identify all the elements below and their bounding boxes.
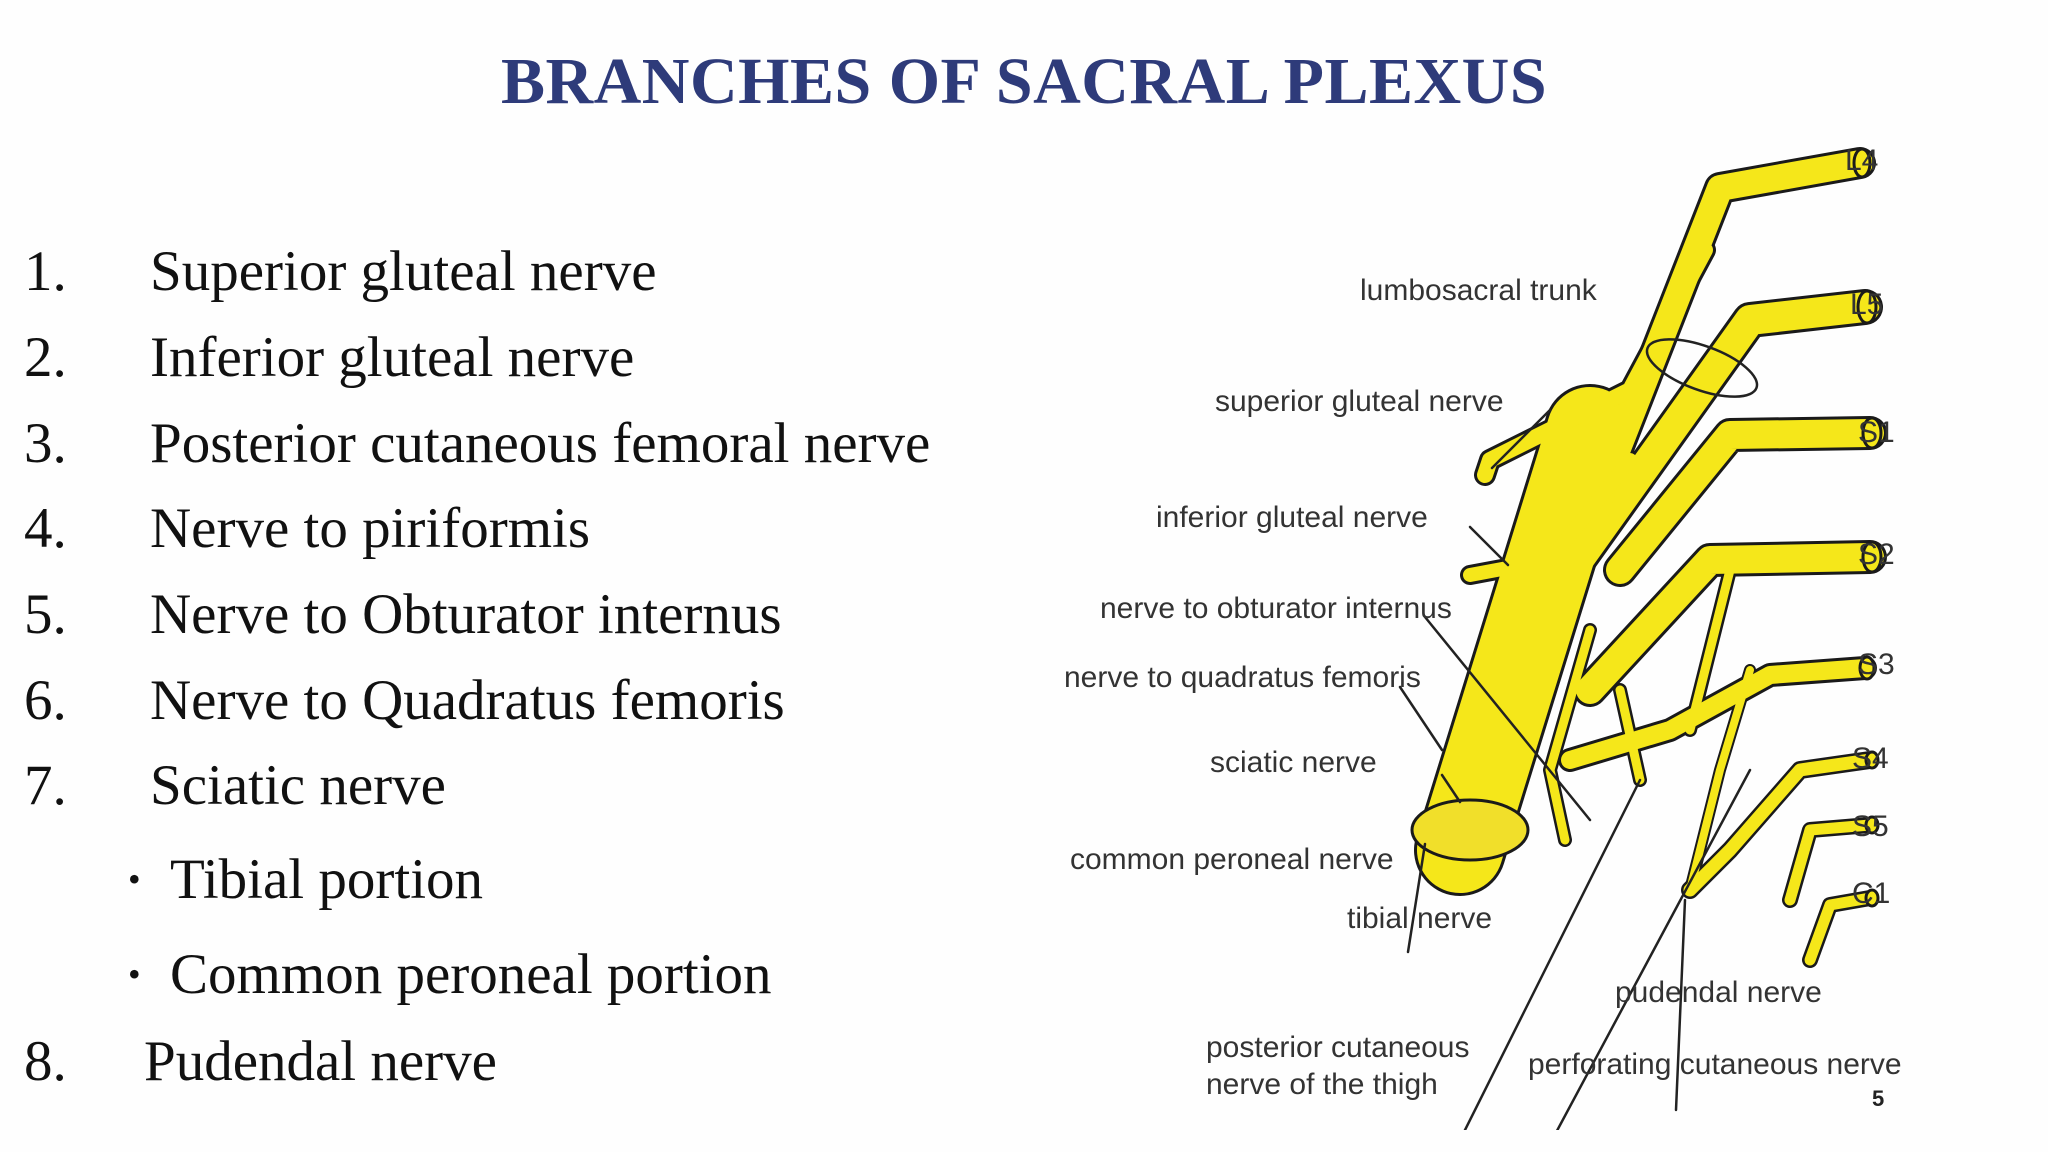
label-quadratus-femoris: nerve to quadratus femoris bbox=[1064, 661, 1421, 694]
sacral-plexus-illustration bbox=[1398, 147, 1887, 1152]
root-label-s3: S3 bbox=[1858, 648, 1895, 681]
bullet: • bbox=[128, 859, 141, 899]
list-item-number: 3. bbox=[24, 412, 67, 475]
list-item-number: 8. bbox=[24, 1030, 67, 1093]
list-item-number: 6. bbox=[24, 669, 67, 732]
list-item-text: Inferior gluteal nerve bbox=[150, 326, 635, 389]
list-item-number: 2. bbox=[24, 326, 67, 389]
root-label-s5: S5 bbox=[1852, 810, 1889, 843]
root-ends bbox=[1852, 147, 1883, 908]
list-item-text: Nerve to piriformis bbox=[150, 497, 591, 560]
label-sciatic: sciatic nerve bbox=[1210, 746, 1377, 779]
label-inferior-gluteal: inferior gluteal nerve bbox=[1156, 501, 1428, 534]
list-item-text: Superior gluteal nerve bbox=[150, 240, 657, 303]
list-item-text: Nerve to Quadratus femoris bbox=[150, 669, 785, 732]
root-label-s2: S2 bbox=[1858, 538, 1895, 571]
label-posterior-cutaneous-thigh: nerve of the thigh bbox=[1206, 1068, 1438, 1101]
sub-list-item-text: Tibial portion bbox=[170, 848, 484, 911]
label-common-peroneal: common peroneal nerve bbox=[1070, 843, 1394, 876]
label-perforating-cutaneous: perforating cutaneous nerve bbox=[1528, 1048, 1902, 1081]
leader-lines bbox=[1398, 338, 1759, 1152]
label-obturator-internus: nerve to obturator internus bbox=[1100, 592, 1452, 625]
sacral-plexus-diagram: L4 L5 S1 S2 S3 S4 S5 C1 lumbosacral trun… bbox=[1030, 130, 2030, 1152]
list-item-number: 5. bbox=[24, 583, 67, 646]
label-lumbosacral-trunk: lumbosacral trunk bbox=[1360, 274, 1597, 307]
list-item-text: Nerve to Obturator internus bbox=[150, 583, 782, 646]
sub-list-item-text: Common peroneal portion bbox=[170, 943, 772, 1006]
list-item-text: Pudendal nerve bbox=[144, 1030, 497, 1093]
root-label-s1: S1 bbox=[1858, 416, 1895, 449]
list-item-text: Posterior cutaneous femoral nerve bbox=[150, 412, 931, 475]
list-item-number: 4. bbox=[24, 497, 67, 560]
list-item-text: Sciatic nerve bbox=[150, 754, 446, 817]
list-item-number: 1. bbox=[24, 240, 67, 303]
list-item-number: 7. bbox=[24, 754, 67, 817]
label-superior-gluteal: superior gluteal nerve bbox=[1215, 385, 1504, 418]
root-label-l5: L5 bbox=[1850, 288, 1884, 321]
slide-title: BRANCHES OF SACRAL PLEXUS bbox=[500, 45, 1548, 118]
root-label-l4: L4 bbox=[1845, 144, 1879, 177]
bullet: • bbox=[128, 954, 141, 994]
label-posterior-cutaneous: posterior cutaneous bbox=[1206, 1031, 1470, 1064]
label-pudendal: pudendal nerve bbox=[1615, 976, 1822, 1009]
root-label-c1: C1 bbox=[1852, 877, 1891, 910]
sciatic-cut-end bbox=[1410, 798, 1530, 862]
root-label-s4: S4 bbox=[1852, 742, 1889, 775]
label-tibial: tibial nerve bbox=[1347, 902, 1493, 935]
page-number: 5 bbox=[1872, 1086, 1885, 1111]
branch-list: 1. Superior gluteal nerve 2. Inferior gl… bbox=[24, 240, 931, 1093]
